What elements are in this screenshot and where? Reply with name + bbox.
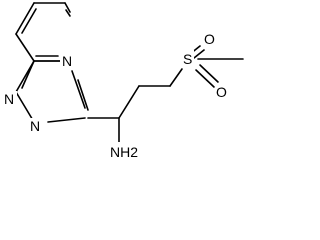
pyridine-ring [15, 2, 71, 93]
bond [21, 60, 35, 89]
label-mask [108, 142, 142, 160]
label-mask [215, 84, 229, 100]
atom-amine: NH2 [110, 144, 138, 160]
bond [21, 8, 37, 34]
bond [15, 33, 35, 62]
triazole-ring [15, 60, 89, 123]
bond [15, 2, 35, 35]
bond [193, 49, 205, 59]
bond [199, 64, 219, 83]
side-chain [87, 45, 244, 143]
bond [195, 69, 215, 88]
bond [71, 70, 86, 109]
bond [15, 91, 35, 123]
atom-labels: N N N S O O NH2 [3, 31, 229, 160]
label-mask [203, 31, 217, 47]
atom-sulfur: S [183, 51, 192, 67]
bond [169, 68, 183, 87]
label-mask [29, 118, 43, 134]
atom-oxygen-upper: O [204, 31, 215, 47]
label-mask [181, 50, 194, 66]
atom-n-ring-2: N [30, 118, 40, 134]
bond [77, 79, 89, 111]
atom-n-ring-1: N [4, 91, 14, 107]
bond [118, 85, 140, 119]
label-mask [60, 53, 74, 69]
label-mask [3, 91, 17, 107]
atom-oxygen-lower: O [216, 84, 227, 100]
atom-n-fused: N [62, 53, 72, 69]
bond [64, 2, 71, 13]
molecule-structure: N N N S O O NH2 [3, 2, 244, 160]
bond [65, 9, 71, 17]
bond [47, 117, 86, 123]
